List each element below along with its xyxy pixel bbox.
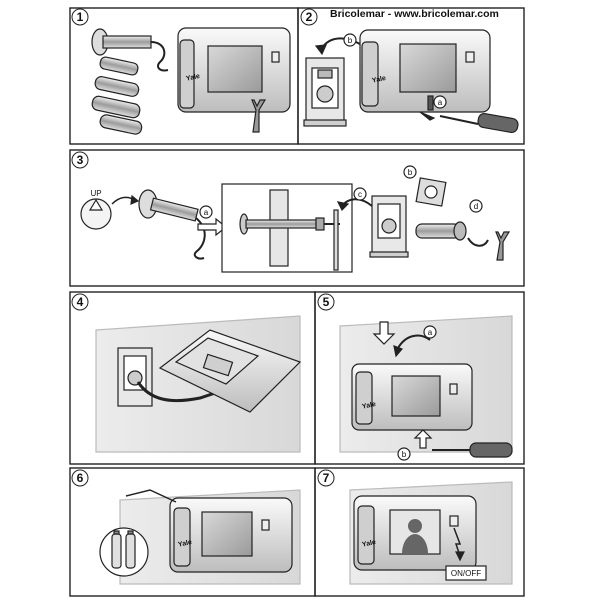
ribbon-cable (136, 381, 231, 403)
extension-tubes (91, 56, 143, 135)
step-badge-3: 3 (71, 151, 89, 169)
step-number-2: 2 (306, 10, 313, 24)
panel-5 (314, 291, 525, 465)
step-number-6: 6 (77, 471, 84, 485)
step-number-5: 5 (323, 295, 330, 309)
panel-2 (297, 7, 525, 145)
step-number-4: 4 (77, 295, 84, 309)
up-label: UP (90, 189, 101, 198)
step-number-1: 1 (77, 10, 84, 24)
battery-icon (111, 533, 122, 569)
monitor-step-7: Yale (353, 495, 477, 571)
step-badge-1: 1 (71, 8, 89, 26)
callout-d: d (474, 202, 478, 211)
monitor-back-step4 (158, 329, 302, 413)
step-4-illustration (95, 315, 302, 453)
step-badge-6: 6 (71, 469, 89, 487)
step-number-3: 3 (77, 153, 84, 167)
step-badge-7: 7 (317, 469, 335, 487)
screwdriver-icon-step5 (432, 442, 513, 458)
step-3-illustration: UP a c (80, 165, 511, 273)
monitor-step-5: Yale (351, 363, 473, 431)
step-7-illustration: Yale ON/OFF (349, 481, 513, 585)
callout-b-step5: b (402, 450, 407, 459)
step-6-illustration: Yale (99, 489, 301, 585)
brand-logo: Yale (185, 73, 200, 83)
step-badge-2: 2 (300, 8, 318, 26)
step-badge-5: 5 (317, 293, 335, 311)
svg-text:Yale: Yale (177, 539, 192, 549)
panel-7 (314, 467, 525, 597)
panel-3 (69, 149, 525, 287)
monitor-step-1: Yale (177, 27, 291, 113)
wrench-icon (251, 99, 267, 133)
mounting-plate (303, 57, 347, 127)
callout-a: a (438, 98, 443, 107)
on-off-label: ON/OFF (451, 569, 481, 578)
step-5-illustration: a Yale b (339, 315, 513, 461)
step-badges: 1 2 3 4 5 6 7 (71, 8, 335, 487)
callout-c: c (358, 190, 362, 199)
callout-a-step5: a (428, 328, 433, 337)
battery-inset (99, 527, 149, 577)
monitor-screen (207, 45, 263, 93)
step-2-illustration: b Yale a (303, 29, 519, 134)
mounting-plate-step3 (369, 195, 409, 258)
svg-text:Yale: Yale (361, 401, 376, 411)
screwdriver-icon (439, 112, 519, 134)
site-header: Bricolemar - www.bricolemar.com (330, 8, 499, 20)
svg-text:Yale: Yale (371, 75, 386, 85)
battery-icon (125, 533, 136, 569)
callout-a-step3: a (204, 208, 209, 217)
lens-barrel (102, 35, 152, 49)
on-off-button (449, 515, 459, 527)
bracket (415, 177, 447, 207)
step-1-illustration: Yale (91, 27, 291, 135)
step-badge-4: 4 (71, 293, 89, 311)
visitor-silhouette (402, 534, 428, 554)
step-number-7: 7 (323, 471, 330, 485)
mounting-plate-step4 (117, 347, 153, 407)
power-button (271, 51, 280, 63)
callout-b-step3: b (408, 168, 413, 177)
panel-frames (69, 7, 525, 597)
callout-b: b (348, 36, 353, 45)
monitor-step-6: Yale (169, 497, 293, 573)
svg-text:Yale: Yale (361, 539, 376, 549)
screw (427, 95, 434, 111)
monitor-step-2: Yale (359, 29, 491, 113)
lens-cable (150, 41, 169, 72)
